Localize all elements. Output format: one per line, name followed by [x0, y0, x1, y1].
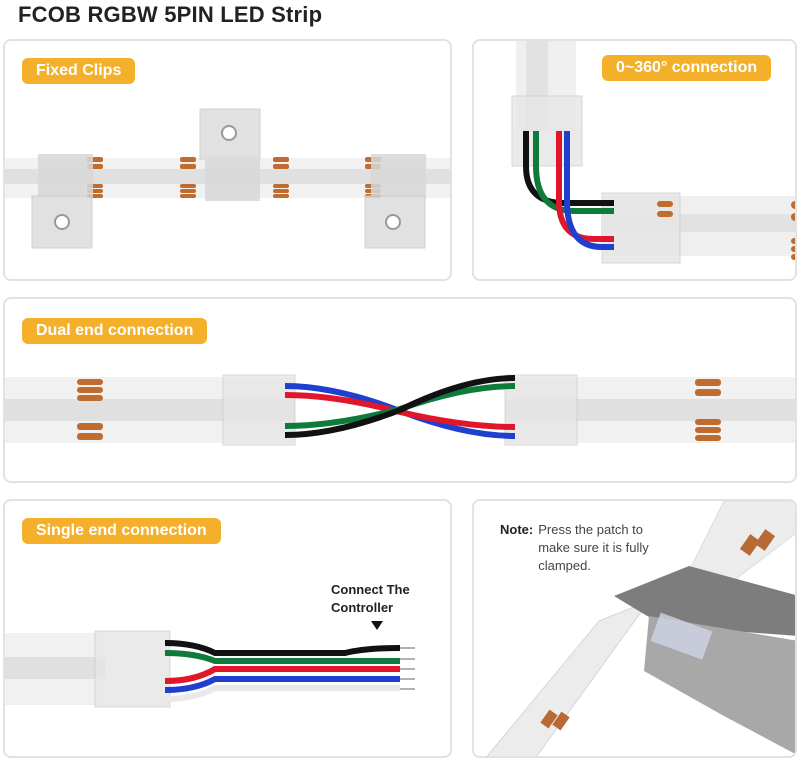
badge-dual-end: Dual end connection [22, 318, 208, 344]
note-text: Note: Press the patch to make sure it is… [500, 522, 649, 573]
connector-left [222, 374, 296, 446]
fixed-clips-illustration [5, 108, 450, 249]
clip-right [364, 154, 426, 249]
strip-front [486, 599, 651, 756]
badge-fixed-clips: Fixed Clips [22, 58, 136, 84]
down-arrow-icon [371, 621, 383, 630]
clamp-illustration [486, 501, 795, 756]
dual-end-illustration [5, 374, 795, 446]
wires [164, 640, 401, 702]
badge-rotation: 0~360° connection [602, 55, 772, 81]
clip-left [31, 154, 93, 249]
panel-rotation: 0~360° connection [472, 39, 797, 281]
connector-right [504, 374, 578, 446]
page-title: FCOB RGBW 5PIN LED Strip [18, 2, 323, 27]
connector-top [511, 95, 583, 167]
clip-middle [199, 108, 261, 201]
panel-dual-end: Dual end connection [3, 297, 797, 483]
wires [523, 131, 614, 250]
rotation-illustration [511, 41, 795, 264]
panel-fixed-clips: Fixed Clips [3, 39, 452, 281]
twisted-wires [284, 375, 516, 439]
connector [94, 630, 171, 708]
single-end-illustration [5, 630, 415, 708]
badge-single-end: Single end connection [22, 518, 221, 544]
controller-callout: Connect The Controller [331, 582, 410, 615]
panel-single-end: Single end connection Connect The Contro… [3, 499, 452, 758]
connector [650, 612, 713, 660]
panel-note: Note: Press the patch to make sure it is… [472, 499, 797, 758]
